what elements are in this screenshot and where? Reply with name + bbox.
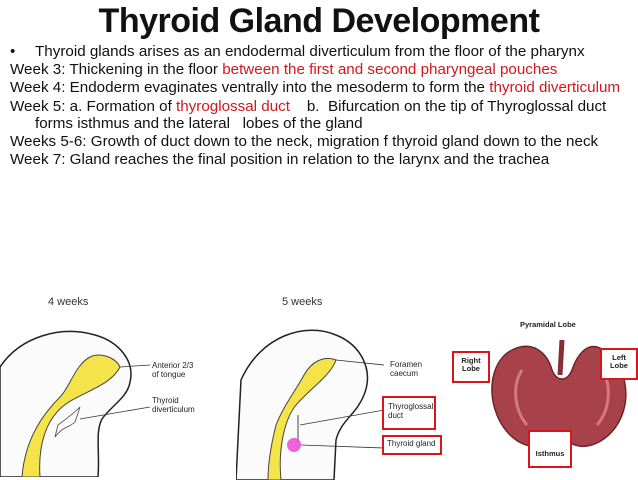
week4-diagram — [0, 330, 151, 477]
anterior-label-line2: of tongue — [152, 370, 186, 379]
right-lobe-label: Right Lobe — [454, 357, 488, 373]
isthmus-label: Isthmus — [535, 449, 565, 458]
bullet-icon: • — [10, 43, 16, 60]
right-lobe-box — [452, 351, 490, 383]
thyroglossal-duct-box — [382, 396, 436, 430]
week5-line: Week 5: a. Formation of thyroglossal duc… — [10, 98, 632, 133]
left-lobe-label: Left Lobe — [602, 354, 636, 370]
thyroid-diverticulum-label: Thyroid diverticulum — [152, 396, 195, 414]
week4-text: Week 4: Endoderm evaginates ventrally in… — [10, 79, 490, 97]
week7-line: Week 7: Gland reaches the final position… — [10, 151, 550, 169]
diverticulum-label-line1: Thyroid — [152, 396, 179, 405]
right-lobe-line1: Right — [461, 356, 481, 365]
week5-caption: 5 weeks — [282, 296, 323, 308]
week3-line: Week 3: Thickening in the floor between … — [10, 61, 632, 78]
anterior-tongue-label: Anterior 2/3 of tongue — [152, 361, 193, 379]
intro-bullet: • Thyroid glands arises as an endodermal … — [10, 43, 632, 60]
foramen-caecum-label: Foramen caecum — [390, 360, 422, 378]
foramen-label-line2: caecum — [390, 369, 419, 378]
foramen-label-line1: Foramen — [390, 360, 423, 369]
slide-body: • Thyroid glands arises as an endodermal … — [10, 43, 632, 170]
right-lobe-line2: Lobe — [462, 364, 480, 373]
development-figure: 4 weeks Anterior 2/3 of tongue Thyroid d… — [0, 292, 638, 480]
pyramidal-lobe-label: Pyramidal Lobe — [520, 320, 576, 329]
duct-label-line1: Thyroglossal — [388, 402, 434, 411]
week5-text-b: b. Bifurcation on the tip of Thyroglossa… — [35, 97, 611, 133]
week56-line: Weeks 5-6: Growth of duct down to the ne… — [10, 133, 599, 151]
week5-diagram — [236, 329, 385, 480]
thyroid-gland-illustration — [491, 339, 627, 448]
left-lobe-line2: Lobe — [610, 361, 628, 370]
thyroid-gland-box — [382, 435, 442, 455]
duct-label-line2: duct — [388, 411, 404, 420]
week3-text: Week 3: Thickening in the floor — [10, 61, 223, 79]
left-lobe-box — [600, 348, 638, 380]
thyroglossal-duct-label: Thyroglossal duct — [388, 402, 433, 420]
week4-line: Week 4: Endoderm evaginates ventrally in… — [10, 79, 632, 96]
week4-caption: 4 weeks — [48, 296, 89, 308]
thyroid-gland-label: Thyroid gland — [387, 439, 436, 448]
anterior-label-line1: Anterior 2/3 — [152, 361, 194, 370]
slide-title: Thyroid Gland Development — [98, 2, 540, 40]
week5-text: Week 5: a. Formation of — [10, 97, 177, 115]
isthmus-box — [528, 430, 572, 468]
diverticulum-label-line2: diverticulum — [152, 405, 195, 414]
week4-highlight: thyroid diverticulum — [489, 79, 621, 97]
left-lobe-line1: Left — [612, 353, 626, 362]
week5-highlight: thyroglossal duct — [176, 97, 290, 115]
intro-text: Thyroid glands arises as an endodermal d… — [35, 43, 585, 60]
week3-highlight: between the first and second pharyngeal … — [222, 61, 558, 79]
